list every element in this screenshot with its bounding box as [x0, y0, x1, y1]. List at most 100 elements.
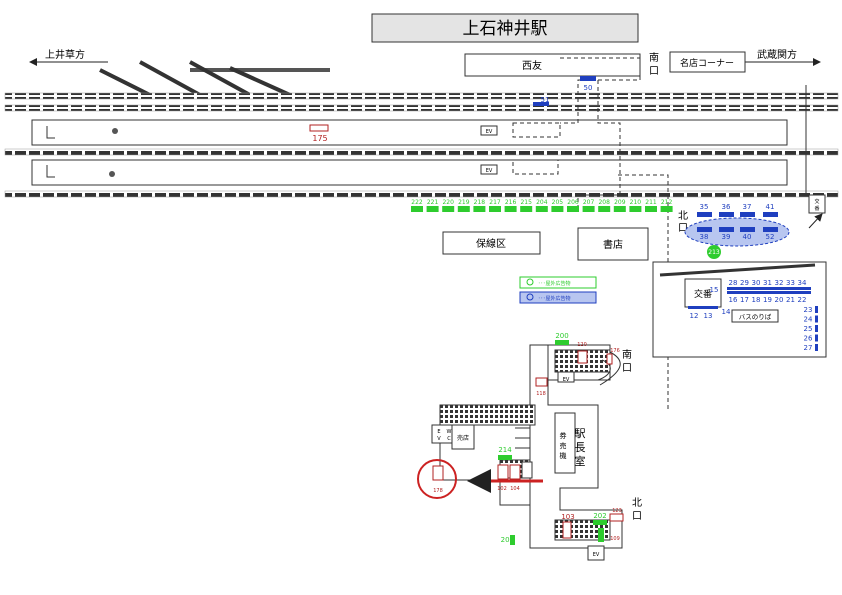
ad-blue-box	[740, 227, 755, 232]
ad-green-box	[457, 206, 470, 212]
bus-road	[659, 263, 816, 277]
ad-bus-30: 30	[752, 279, 761, 287]
ad-red-104: 104	[510, 486, 520, 492]
ad-green-box	[567, 206, 579, 212]
ad-bus-18: 18	[752, 296, 761, 304]
wc-v-2: C	[447, 436, 451, 442]
dir-left-label: 上井草方	[45, 48, 85, 61]
ad-green-202: 202	[593, 512, 606, 520]
ad-blue-41: 41	[766, 203, 775, 211]
ad-bus-22: 22	[798, 296, 807, 304]
ad-green-209: 209	[614, 199, 626, 206]
ad-green-201-box	[510, 535, 515, 545]
ad-green-box	[520, 206, 533, 212]
bus-ad-bar-top	[727, 287, 811, 290]
ad-red-175: 175	[312, 134, 327, 143]
ad-bus-23: 23	[804, 306, 813, 314]
ad-green-206: 206	[567, 199, 579, 206]
ad-bus-15: 15	[710, 286, 719, 294]
ad-blue-51: 51	[541, 96, 550, 104]
ad-green-211: 211	[645, 199, 657, 206]
ad-red-120-box	[577, 350, 588, 364]
ad-blue-38: 38	[700, 233, 709, 241]
ad-blue-37: 37	[743, 203, 752, 211]
south-exit-1: 南	[622, 348, 632, 361]
ad-blue-39: 39	[722, 233, 731, 241]
ekicho-1: 駅	[575, 427, 586, 440]
wc-v-1: W	[447, 429, 452, 435]
bus-stop-label: バスのりば	[739, 312, 772, 321]
legend-green-icon	[526, 278, 534, 286]
platform-mark-2	[46, 165, 55, 178]
shoten-label: 書店	[603, 238, 623, 251]
ad-green-220: 220	[442, 199, 454, 206]
ad-bus-side-box	[815, 306, 818, 313]
ad-bus-24: 24	[804, 316, 813, 324]
legend-green-box	[519, 276, 597, 289]
ad-green-box	[645, 206, 657, 212]
platform-2	[31, 159, 788, 186]
north-exit-top-2: 口	[678, 223, 688, 234]
ad-blue-box	[697, 227, 712, 232]
kenbai-1: 券	[560, 431, 567, 440]
ad-blue-52: 52	[766, 233, 775, 241]
ad-blue-box	[719, 227, 734, 232]
bus-stop-box	[731, 309, 779, 323]
pillar-icon	[112, 128, 118, 134]
ad-bus-34: 34	[798, 279, 807, 287]
highlight-circle	[417, 459, 457, 499]
ad-blue-50: 50	[584, 84, 593, 92]
koban-small-box	[808, 194, 826, 214]
ad-red-123: 123	[612, 508, 622, 514]
bus-ad-bar-mid	[727, 291, 811, 294]
ad-green-219: 219	[458, 199, 470, 206]
ad-green-207: 207	[583, 199, 595, 206]
ad-red-103-box	[562, 521, 572, 539]
ad-green-box	[504, 206, 517, 212]
ad-red-178: 178	[433, 488, 443, 494]
ad-red-176: 176	[610, 348, 620, 354]
legend-blue-icon	[526, 293, 534, 301]
ad-red-104-box	[509, 464, 521, 480]
pillar-icon	[109, 171, 115, 177]
ad-bus-31: 31	[763, 279, 772, 287]
ad-bus-13: 13	[704, 312, 713, 320]
ad-bus-32: 32	[775, 279, 784, 287]
ad-bus-17: 17	[740, 296, 749, 304]
ad-green-box	[426, 206, 439, 212]
koban-small-2: 番	[814, 205, 819, 212]
ad-red-118: 118	[536, 391, 546, 397]
ad-green-box	[582, 206, 595, 212]
station-title: 上石神井駅	[463, 19, 548, 39]
south-exit-top-1: 南	[649, 51, 659, 64]
koban-small-1: 交	[814, 198, 819, 205]
ad-green-box	[442, 206, 455, 212]
seiyu-box	[464, 53, 641, 77]
ad-red-176-box	[606, 353, 613, 365]
ad-bus-19: 19	[763, 296, 772, 304]
ad-green-200: 200	[555, 332, 568, 340]
ad-red-102-box	[497, 464, 509, 480]
koban-box	[684, 278, 722, 308]
ad-bus-29: 29	[740, 279, 749, 287]
siding-tracks	[99, 60, 330, 97]
ad-green-side	[598, 528, 604, 542]
ad-green-box	[535, 206, 548, 212]
ad-bus-28: 28	[729, 279, 738, 287]
ad-bus-12: 12	[690, 312, 699, 320]
ad-green-200-box	[555, 340, 569, 345]
south-exit-top-2: 口	[649, 66, 659, 77]
passage-dashed	[512, 57, 669, 410]
ad-green-212: 212	[661, 199, 673, 206]
ad-bus-20: 20	[775, 296, 784, 304]
ad-blue-51-box	[533, 102, 549, 106]
ad-green-box	[598, 206, 611, 212]
platform-mark-1	[46, 126, 55, 139]
legend-blue-box	[519, 291, 597, 304]
ad-green-box	[473, 206, 486, 212]
title-box	[371, 13, 639, 43]
ad-green-216: 216	[505, 199, 517, 206]
ad-blue-40: 40	[743, 233, 752, 241]
